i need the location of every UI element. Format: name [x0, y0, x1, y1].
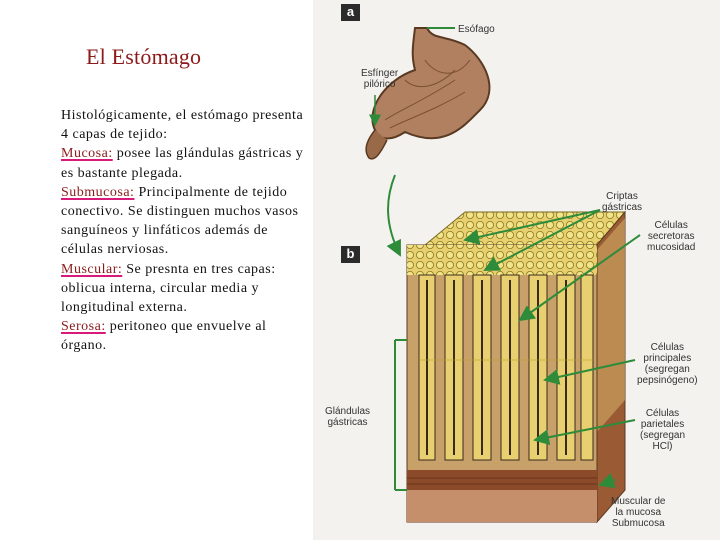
layer-term-submucosa: Submucosa: — [61, 184, 135, 200]
label-esofago-text: Esófago — [458, 24, 495, 35]
label-muscular-line1: Muscular de — [611, 496, 666, 507]
slide-title: El Estómago — [86, 44, 202, 69]
divider — [313, 0, 315, 540]
label-esfinter: Esfínger pilórico — [361, 68, 398, 90]
label-parietales-line4: HCl) — [652, 441, 673, 452]
layer-term-mucosa: Mucosa: — [61, 146, 113, 162]
gastric-glands — [418, 274, 594, 461]
label-muscular-line3: Submucosa — [611, 518, 665, 529]
label-parietales-line2: parietales — [640, 419, 685, 430]
label-secretoras-line3: mucosidad — [647, 242, 696, 253]
stomach-illustration — [315, 0, 720, 540]
panel-a-badge: a — [341, 4, 360, 21]
label-principales-line4: pepsinógeno) — [637, 375, 698, 386]
label-criptas-line2: gástricas — [602, 202, 643, 213]
label-muscular-mucosa: Muscular de la mucosa Submucosa — [611, 496, 665, 529]
callouts — [369, 27, 641, 491]
label-secretoras-line1: Células — [654, 220, 688, 231]
label-criptas: Criptas gástricas — [602, 191, 642, 213]
label-principales-line1: Células — [650, 342, 684, 353]
label-principales: Células principales (segregan pepsinógen… — [637, 342, 698, 386]
label-criptas-line1: Criptas — [606, 191, 638, 202]
layer-term-serosa: Serosa: — [61, 319, 106, 335]
layer-term-muscular: Muscular: — [61, 261, 123, 277]
panel-b-badge: b — [341, 246, 360, 263]
layer-text-serosa: peritoneo que envuelve al órgano. — [61, 319, 267, 354]
label-esfinter-line1: Esfínger — [361, 68, 399, 79]
label-glandulas-line1: Glándulas — [325, 406, 371, 417]
label-parietales-line1: Células — [645, 408, 680, 419]
layer-text-submucosa: Principalmente de tejido conectivo. Se d… — [61, 184, 299, 258]
label-principales-line3: (segregan — [644, 364, 690, 375]
label-muscular-line2: la mucosa — [615, 507, 662, 518]
label-parietales: Células parietales (segregan HCl) — [640, 408, 685, 452]
label-glandulas: Glándulas gástricas — [325, 406, 370, 428]
body-text: Histológicamente, el estómago presenta 4… — [61, 106, 311, 356]
intro-text: Histológicamente, el estómago presenta 4… — [61, 108, 304, 143]
label-parietales-line3: (segregan — [640, 430, 686, 441]
label-principales-line2: principales — [643, 353, 692, 364]
stomach-figure: a b Esófago Esfínger pilórico Criptas gá… — [315, 0, 720, 540]
label-esfinter-line2: pilórico — [363, 79, 396, 90]
label-esofago: Esófago — [458, 24, 495, 35]
layer-text-mucosa: posee las glándulas gástricas y es basta… — [61, 146, 304, 181]
label-secretoras: Células secretoras mucosidad — [647, 220, 695, 253]
label-glandulas-line2: gástricas — [327, 417, 368, 428]
label-secretoras-line2: secretoras — [647, 231, 695, 242]
stomach-organ — [365, 27, 491, 160]
layer-text-muscular: Se presnta en tres capas: oblicua intern… — [61, 261, 276, 316]
